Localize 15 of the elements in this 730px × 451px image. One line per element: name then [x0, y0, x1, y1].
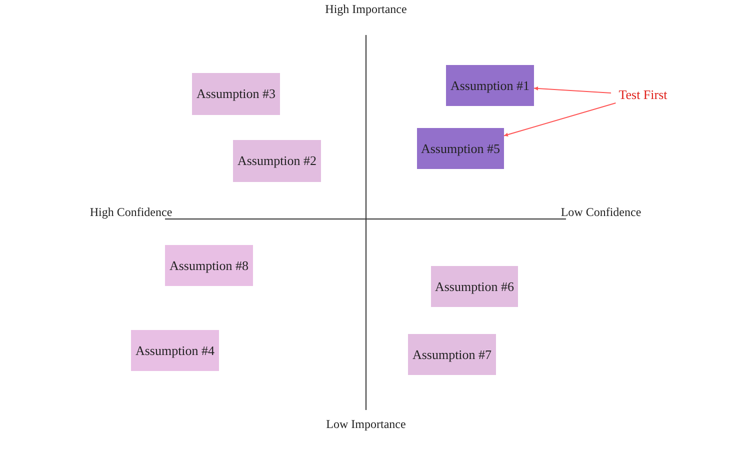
arrow — [504, 102, 616, 137]
assumption-box: Assumption #1 — [446, 65, 534, 106]
axis-label: High Importance — [324, 3, 408, 16]
assumption-box: Assumption #2 — [233, 140, 321, 182]
assumption-box: Assumption #7 — [408, 334, 496, 375]
axis-label: Low Importance — [325, 418, 407, 431]
assumption-box: Assumption #6 — [431, 266, 518, 307]
assumption-box: Assumption #5 — [417, 128, 504, 169]
arrow — [534, 86, 612, 94]
axis-label: High Confidence — [88, 206, 174, 219]
assumption-box: Assumption #8 — [165, 245, 253, 286]
axis-label: Low Confidence — [560, 206, 642, 219]
assumption-box: Assumption #4 — [131, 330, 219, 371]
assumption-box: Assumption #3 — [192, 73, 280, 115]
callout-text: Test First — [611, 87, 675, 103]
